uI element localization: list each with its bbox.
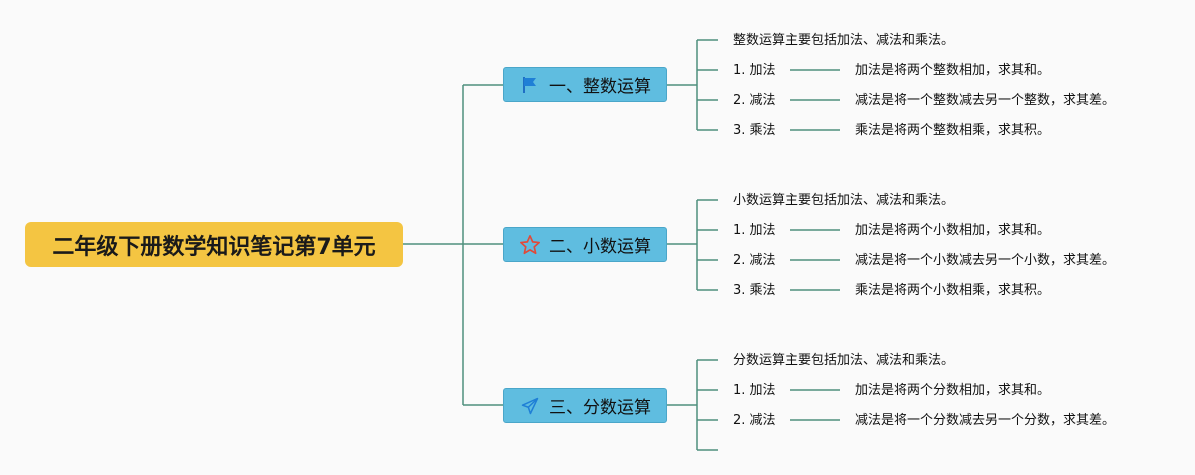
description-text: 减法是将一个分数减去另一个分数，求其差。: [855, 413, 1116, 428]
root-title: 二年级下册数学知识笔记第7单元: [52, 234, 376, 260]
term-label: 3. 乘法: [733, 283, 776, 298]
description-text: 乘法是将两个小数相乘，求其积。: [855, 283, 1051, 298]
description-text: 减法是将一个小数减去另一个小数，求其差。: [855, 253, 1116, 268]
term-label: 1. 加法: [733, 223, 776, 238]
branch-label: 一、整数运算: [549, 77, 651, 97]
term-label: 1. 加法: [733, 383, 776, 398]
description-text: 加法是将两个小数相加，求其和。: [855, 223, 1051, 238]
summary-text: 小数运算主要包括加法、减法和乘法。: [733, 193, 955, 208]
description-text: 乘法是将两个整数相乘，求其积。: [855, 123, 1051, 138]
branch-integer-operations[interactable]: 一、整数运算: [503, 67, 667, 102]
description-text: 加法是将两个分数相加，求其和。: [855, 383, 1051, 398]
description-text: 加法是将两个整数相加，求其和。: [855, 63, 1051, 78]
term-label: 1. 加法: [733, 63, 776, 78]
branch-label: 二、小数运算: [549, 237, 651, 257]
root-topic[interactable]: 二年级下册数学知识笔记第7单元: [25, 222, 403, 267]
branch-label: 三、分数运算: [549, 398, 651, 418]
summary-text: 整数运算主要包括加法、减法和乘法。: [733, 33, 955, 48]
term-label: 2. 减法: [733, 93, 776, 108]
term-label: 3. 乘法: [733, 123, 776, 138]
flag-icon: [519, 74, 541, 96]
term-label: 2. 减法: [733, 413, 776, 428]
summary-text: 分数运算主要包括加法、减法和乘法。: [733, 353, 955, 368]
branch-decimal-operations[interactable]: 二、小数运算: [503, 227, 667, 262]
branch-fraction-operations[interactable]: 三、分数运算: [503, 388, 667, 423]
star-icon: [519, 234, 541, 256]
description-text: 减法是将一个整数减去另一个整数，求其差。: [855, 93, 1116, 108]
paper-plane-icon: [519, 395, 541, 417]
term-label: 2. 减法: [733, 253, 776, 268]
